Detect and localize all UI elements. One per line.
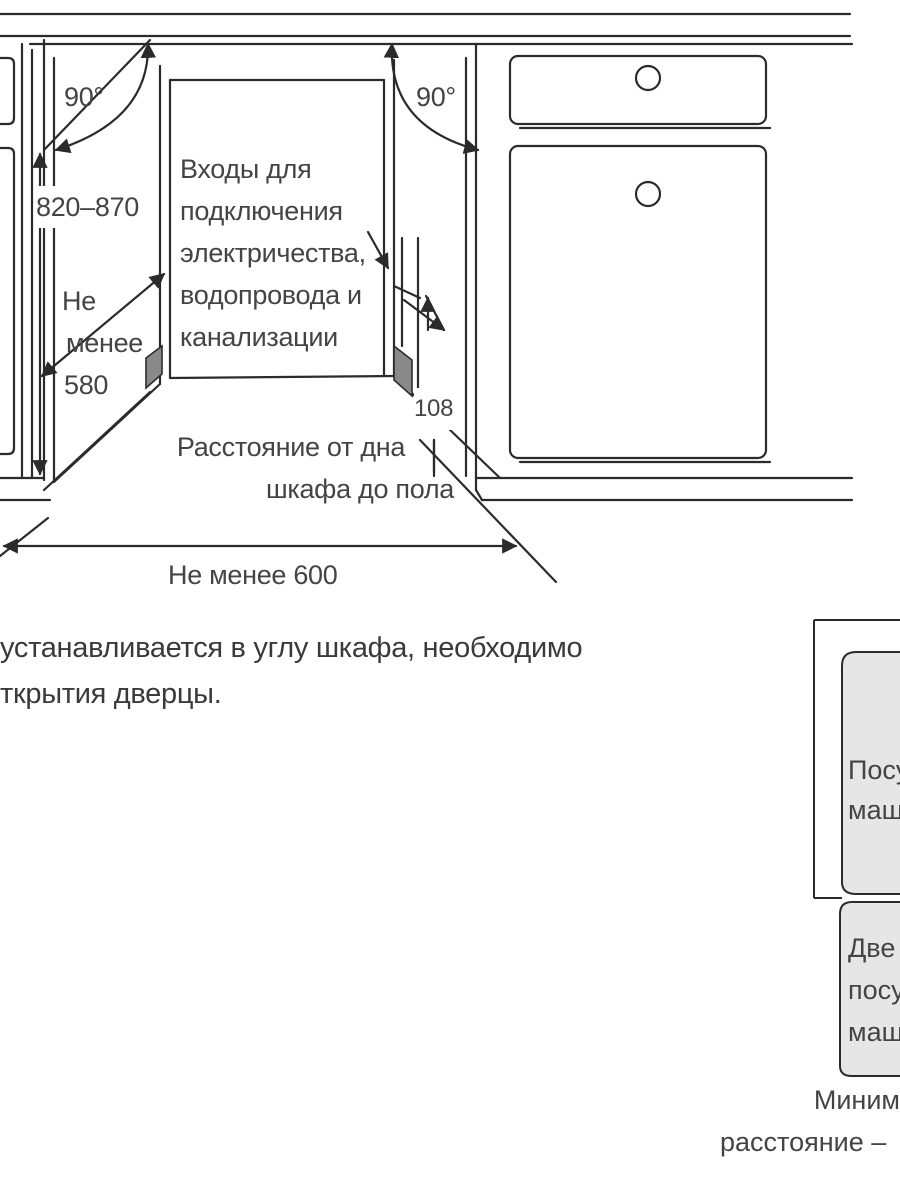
- angle-right-label: 90°: [416, 82, 456, 112]
- plinth-blocks: [145, 344, 413, 398]
- left-cabinet: [0, 42, 52, 502]
- inset-door-labels: Две посу маш: [842, 924, 900, 1064]
- inset-labels: Посу маш: [840, 740, 900, 860]
- min-depth-line-2: менее: [66, 328, 144, 358]
- inset-machine-line-2: маш: [848, 795, 900, 825]
- inlets-label: Входы для подключения электричества, вод…: [180, 148, 366, 358]
- inset-drawing: [813, 619, 900, 1077]
- inset-caption-line-1: Миним: [813, 1085, 900, 1115]
- min-width-label: Не менее 600: [168, 560, 338, 590]
- note-line-1: устанавливается в углу шкафа, необходимо: [0, 632, 583, 664]
- left-niche-panel: [42, 38, 172, 484]
- width-dimension: [0, 516, 518, 558]
- floor-gap-line-2: шкафа до пола: [265, 474, 454, 504]
- inset-machine-line-1: Посу: [848, 755, 900, 785]
- dim-108-label: 108: [414, 388, 453, 430]
- inlets-leader: [366, 230, 390, 270]
- inlets-line-2: подключения: [180, 196, 343, 226]
- min-depth-line-3: 580: [64, 370, 109, 400]
- floor-gap-detail: [392, 236, 446, 478]
- inset-caption-line-2: расстояние –: [720, 1127, 887, 1157]
- inset-door-line-1: Две: [848, 933, 896, 963]
- floor-gap-label: Расстояние от дна шкафа до пола: [172, 426, 454, 510]
- inset-caption: Миним расстояние –: [700, 1080, 900, 1170]
- inset-door-line-3: маш: [848, 1017, 900, 1047]
- inset-door-line-2: посу: [848, 975, 900, 1005]
- countertop: [0, 12, 854, 46]
- min-depth-line-1: Не: [62, 286, 96, 316]
- angle-left-label: 90°: [64, 82, 104, 112]
- floor-gap-line-1: Расстояние от дна: [176, 432, 406, 462]
- height-range-label: 820–870: [34, 186, 142, 228]
- door-angle-arcs: [42, 38, 480, 154]
- right-cabinet: [474, 54, 854, 502]
- inlets-line-3: электричества,: [180, 238, 366, 268]
- inlets-line-4: водопровода и: [180, 280, 362, 310]
- inlets-line-1: Входы для: [180, 154, 312, 184]
- inlets-line-5: канализации: [180, 322, 338, 352]
- right-niche-panel: [464, 42, 478, 492]
- note-line-2: ткрытия дверцы.: [0, 678, 222, 710]
- depth-dimension: [40, 272, 166, 378]
- min-depth-label: Не менее 580: [62, 280, 143, 406]
